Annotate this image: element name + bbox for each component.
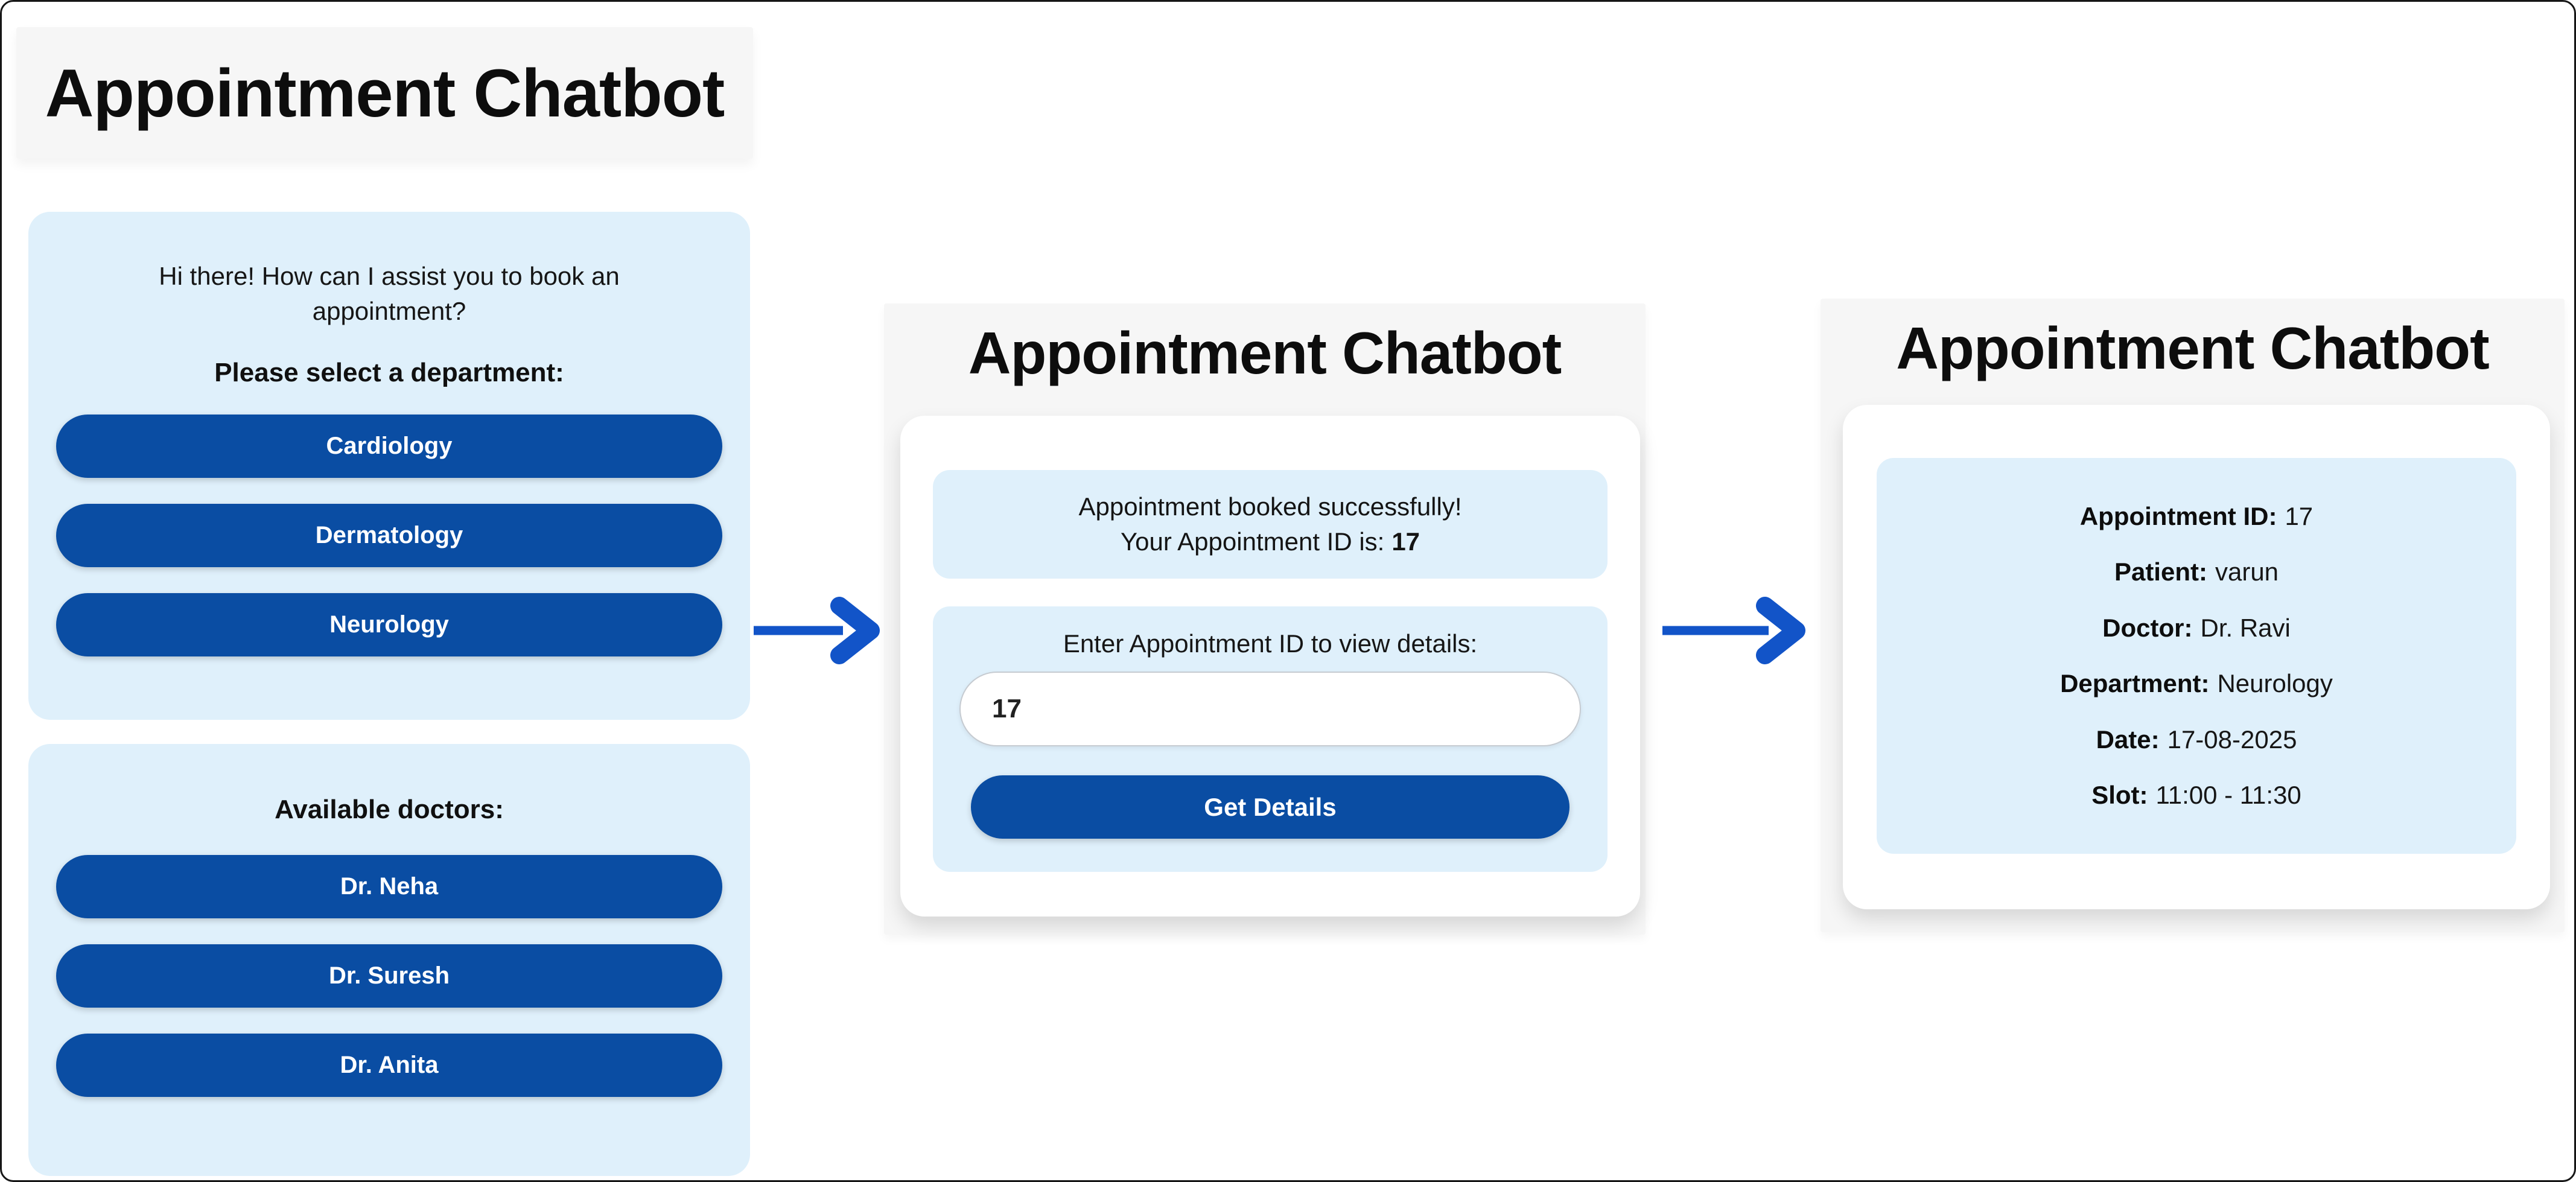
doctor-button-stack: Dr. Neha Dr. Suresh Dr. Anita	[56, 855, 722, 1097]
detail-value: Neurology	[2217, 669, 2333, 698]
detail-label: Appointment ID:	[2079, 501, 2277, 530]
booking-id-prefix: Your Appointment ID is:	[1120, 527, 1385, 556]
detail-row-appointment-id: Appointment ID: 17	[2080, 502, 2313, 531]
department-button-dermatology[interactable]: Dermatology	[56, 504, 722, 567]
department-button-cardiology[interactable]: Cardiology	[56, 415, 722, 478]
department-prompt: Please select a department:	[214, 358, 564, 387]
appointment-details-box: Appointment ID: 17 Patient: varun Doctor…	[1877, 458, 2516, 854]
detail-row-doctor: Doctor: Dr. Ravi	[2102, 614, 2291, 643]
detail-value: 17	[2285, 501, 2314, 530]
doctor-button-dr-suresh[interactable]: Dr. Suresh	[56, 944, 722, 1008]
doctor-button-dr-anita[interactable]: Dr. Anita	[56, 1034, 722, 1097]
doctors-panel: Available doctors: Dr. Neha Dr. Suresh D…	[28, 744, 750, 1176]
app-title-right: Appointment Chatbot	[1896, 315, 2490, 381]
doctors-heading: Available doctors:	[275, 795, 504, 824]
detail-row-department: Department: Neurology	[2060, 669, 2333, 698]
lookup-prompt: Enter Appointment ID to view details:	[1063, 629, 1478, 658]
flow-arrow-right-icon	[1662, 597, 1805, 664]
detail-value: Dr. Ravi	[2200, 613, 2291, 642]
department-button-neurology[interactable]: Neurology	[56, 593, 722, 656]
detail-row-date: Date: 17-08-2025	[2096, 725, 2297, 754]
appointment-details-card: Appointment ID: 17 Patient: varun Doctor…	[1843, 405, 2550, 909]
app-title-left: Appointment Chatbot	[45, 55, 725, 131]
detail-row-slot: Slot: 11:00 - 11:30	[2091, 781, 2301, 810]
detail-value: varun	[2215, 558, 2279, 586]
booking-id-line: Your Appointment ID is: 17	[1121, 527, 1420, 556]
appointment-id-input[interactable]	[959, 672, 1581, 746]
greeting-message: Hi there! How can I assist you to book a…	[159, 262, 620, 325]
detail-label: Slot:	[2091, 781, 2148, 810]
detail-label: Date:	[2096, 725, 2160, 754]
booking-success-text: Appointment booked successfully!	[1078, 492, 1462, 521]
app-title-middle: Appointment Chatbot	[968, 320, 1562, 386]
booking-confirmation-message: Appointment booked successfully! Your Ap…	[933, 470, 1608, 579]
appointment-lookup-section: Enter Appointment ID to view details: Ge…	[933, 606, 1608, 872]
booking-id-value: 17	[1391, 527, 1420, 556]
detail-value: 17-08-2025	[2167, 725, 2297, 754]
flow-arrow-right-icon	[754, 597, 880, 664]
detail-label: Patient:	[2114, 558, 2207, 586]
department-button-stack: Cardiology Dermatology Neurology	[56, 415, 722, 656]
detail-label: Doctor:	[2102, 613, 2193, 642]
left-header: Appointment Chatbot	[16, 27, 753, 159]
department-chat-panel: Hi there! How can I assist you to book a…	[28, 212, 750, 720]
detail-row-patient: Patient: varun	[2114, 558, 2279, 586]
get-details-button[interactable]: Get Details	[971, 775, 1569, 839]
detail-value: 11:00 - 11:30	[2155, 781, 2301, 810]
detail-label: Department:	[2060, 669, 2210, 698]
doctor-button-dr-neha[interactable]: Dr. Neha	[56, 855, 722, 918]
booking-result-card: Appointment booked successfully! Your Ap…	[900, 416, 1640, 917]
